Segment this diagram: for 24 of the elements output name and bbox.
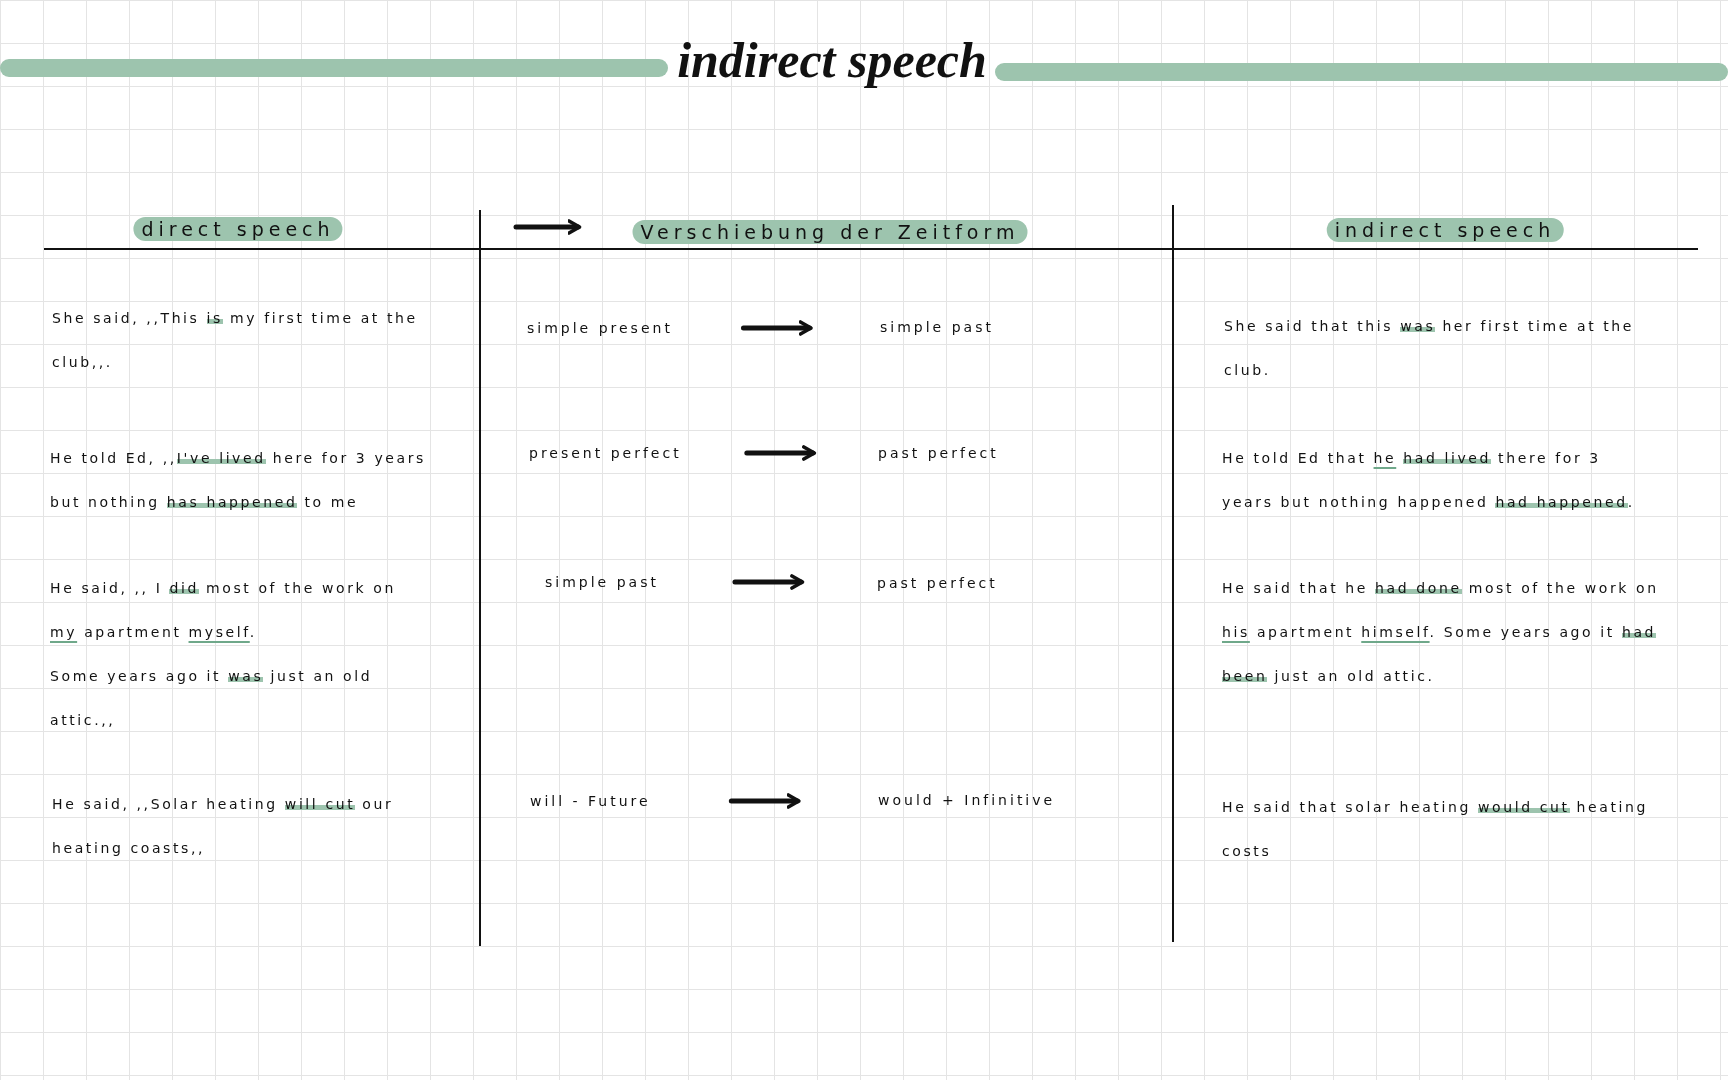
tense-name: simple present [527, 318, 673, 338]
example-sentence: Some years ago it was just an old attic.,, [50, 667, 374, 730]
arrow [728, 793, 801, 809]
example-sentence: She said, ,,This is my first time at the club,,. [52, 309, 419, 372]
column-heading: direct speech [133, 217, 343, 241]
arrow [732, 574, 805, 590]
tense-name: will - Future [530, 791, 651, 811]
tense-name: simple past [880, 317, 994, 337]
example-sentence: He told Ed that he had lived there for 3 years but nothing happened had happened. [1222, 449, 1636, 512]
arrow [744, 445, 817, 461]
example-sentence: She said that this was her first time at the club. [1224, 317, 1636, 380]
arrow [740, 320, 813, 336]
tense-name: would + Infinitive [878, 790, 1056, 810]
example-sentence: He told Ed, ,,I've lived here for 3 years but nothing has happened to me [50, 449, 427, 512]
tense-name: simple past [545, 572, 659, 592]
tense-name: past perfect [878, 443, 999, 463]
column-heading: indirect speech [1326, 218, 1564, 242]
example-sentence: He said, ,,Solar heating will cut our heating coasts,, [52, 795, 395, 858]
column-heading: Verschiebung der Zeitform [632, 220, 1028, 244]
tense-name: present perfect [529, 443, 682, 463]
tense-name: past perfect [877, 573, 998, 593]
example-sentence: He said that solar heating would cut heating costs [1222, 798, 1649, 861]
title: indirect speech [677, 31, 987, 90]
example-sentence: He said, ,, I did most of the work on my apartment myself. [50, 579, 397, 642]
